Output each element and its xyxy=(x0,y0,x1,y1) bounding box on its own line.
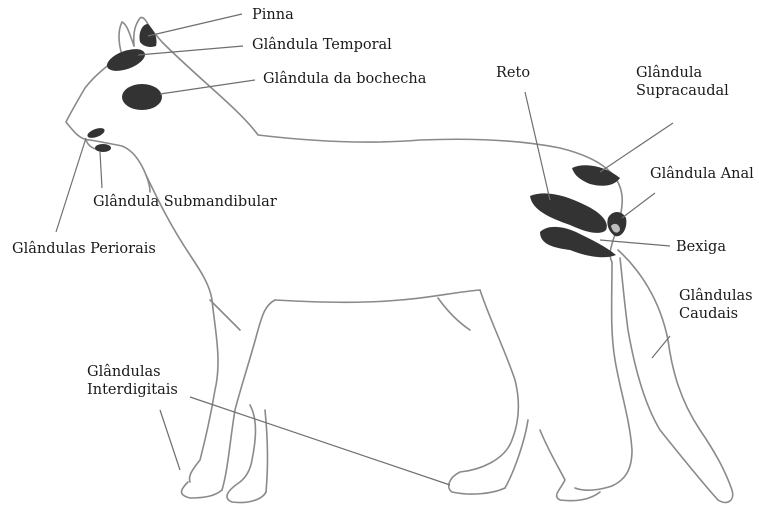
leader-interdigitais-left xyxy=(160,410,180,470)
leader-anal xyxy=(622,193,655,218)
label-interdigitais-line2: Interdigitais xyxy=(87,381,178,399)
label-glandulas-interdigitais: Glândulas Interdigitais xyxy=(87,363,178,399)
label-pinna: Pinna xyxy=(252,6,294,24)
label-glandula-supracaudal: Glândula Supracaudal xyxy=(636,64,729,100)
label-supracaudal-line1: Glândula xyxy=(636,64,729,82)
hip-line xyxy=(438,298,470,330)
leader-interdigitais xyxy=(190,397,450,485)
leader-caudais xyxy=(652,336,670,358)
cheek-gland xyxy=(122,84,162,110)
leader-bexiga xyxy=(600,240,670,246)
hind-leg-inner xyxy=(505,420,528,488)
leader-submandibular xyxy=(100,152,102,188)
bladder xyxy=(540,227,616,257)
belly-outline xyxy=(275,290,480,302)
label-glandula-bochecha: Glândula da bochecha xyxy=(263,70,426,88)
temporal-gland xyxy=(104,45,148,76)
supracaudal-gland xyxy=(572,165,620,186)
submandibular-gland xyxy=(95,144,111,152)
leader-periorais xyxy=(56,138,86,232)
chest-outline xyxy=(146,175,218,482)
anal-gland xyxy=(607,212,626,236)
head-outline xyxy=(150,28,622,262)
label-bexiga: Bexiga xyxy=(676,238,726,256)
label-glandulas-periorais: Glândulas Periorais xyxy=(12,240,156,258)
label-supracaudal-line2: Supracaudal xyxy=(636,82,729,100)
label-glandulas-caudais: Glândulas Caudais xyxy=(679,287,753,323)
label-glandula-temporal: Glândula Temporal xyxy=(252,36,392,54)
label-caudais-line1: Glândulas xyxy=(679,287,753,305)
leader-pinna xyxy=(148,14,242,36)
label-caudais-line2: Caudais xyxy=(679,305,753,323)
leader-cheek xyxy=(160,80,255,94)
leader-temporal xyxy=(138,46,243,55)
face-outline xyxy=(66,55,150,192)
label-glandula-anal: Glândula Anal xyxy=(650,165,754,183)
glands xyxy=(86,24,626,257)
hind-leg-front xyxy=(449,290,519,494)
front-paw-left xyxy=(182,482,223,498)
label-glandula-submandibular: Glândula Submandibular xyxy=(93,193,277,211)
perioral-gland-upper xyxy=(86,126,106,140)
label-interdigitais-line1: Glândulas xyxy=(87,363,178,381)
label-reto: Reto xyxy=(496,64,530,82)
rectum xyxy=(530,193,607,233)
